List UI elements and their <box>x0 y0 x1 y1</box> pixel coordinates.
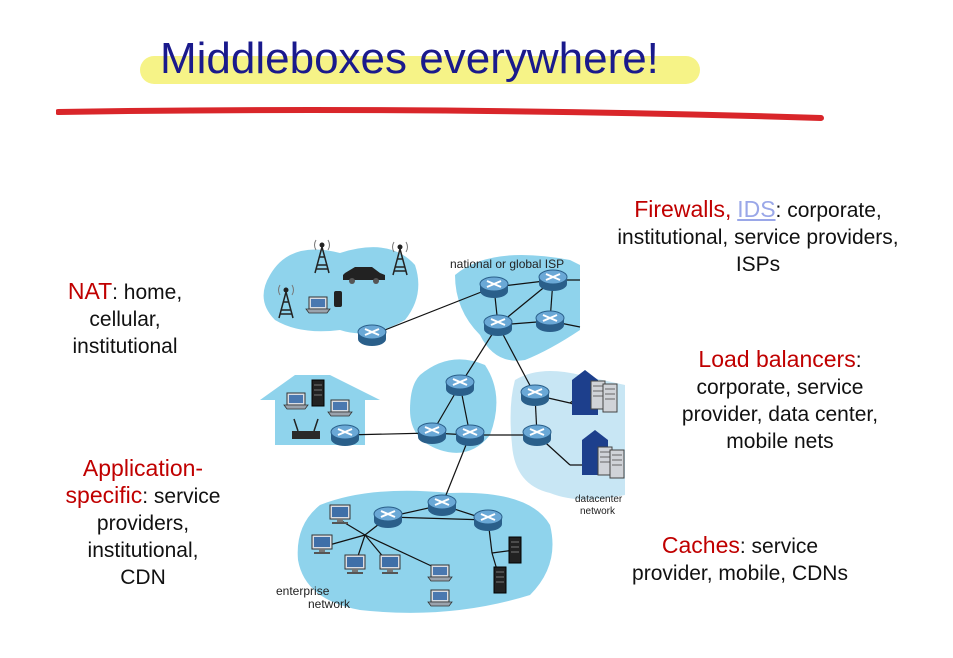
app-label1: Application- <box>82 455 204 481</box>
firewalls-label: Firewalls, <box>634 196 732 222</box>
nat-label: NAT <box>67 278 113 304</box>
home-server-icon <box>311 379 325 407</box>
nat-line3: institutional <box>72 335 178 358</box>
load-line2: corporate, service <box>696 376 864 399</box>
enterprise-label-line1: enterprise <box>276 584 330 598</box>
caches-label: Caches <box>661 532 740 558</box>
isp-label: national or global ISP <box>450 257 564 271</box>
car-icon <box>343 267 385 284</box>
nat-rest: : home, <box>112 281 183 304</box>
title-highlight <box>140 56 700 84</box>
router <box>522 424 552 447</box>
title-underline <box>56 107 824 121</box>
server-icon <box>493 566 507 594</box>
firewalls-text: Firewalls, IDS: corporate, institutional… <box>588 196 928 278</box>
load-balancers-text: Load balancers: corporate, service provi… <box>660 346 900 455</box>
server-icon <box>609 449 625 479</box>
load-rest: : <box>855 349 862 372</box>
load-line3: provider, data center, <box>681 403 879 426</box>
laptop-icon <box>283 392 309 410</box>
datacenter-label-line2: network <box>580 506 616 517</box>
app-specific-text: Application- specific: service providers… <box>38 455 248 591</box>
page-title: Middleboxes everywhere! <box>160 34 659 83</box>
caches-rest: : service <box>739 535 819 558</box>
router <box>417 422 447 445</box>
load-label: Load balancers <box>698 346 856 372</box>
router <box>473 509 503 532</box>
router <box>427 494 457 517</box>
laptop-icon <box>327 399 353 417</box>
server-icon <box>602 383 618 413</box>
router <box>483 314 513 337</box>
mobile-network-cloud <box>263 247 419 334</box>
app-line5: CDN <box>120 566 166 589</box>
router <box>330 424 360 447</box>
firewalls-line2: institutional, service providers, <box>617 226 899 249</box>
app-line3: providers, <box>96 512 190 535</box>
load-line4: mobile nets <box>726 430 834 453</box>
router <box>445 374 475 397</box>
network-diagram: national or global ISP datacenter networ… <box>260 239 625 613</box>
datacenter-label-line1: datacenter <box>575 494 623 505</box>
router <box>535 310 565 333</box>
enterprise-label-line2: network <box>308 597 351 611</box>
phone-icon <box>334 291 342 307</box>
app-label2: specific <box>65 482 143 508</box>
app-line4: institutional, <box>87 539 199 562</box>
laptop-icon <box>305 296 331 314</box>
router <box>538 269 568 292</box>
caches-line2: provider, mobile, CDNs <box>632 562 848 585</box>
router <box>520 384 550 407</box>
nat-text: NAT: home, cellular, institutional <box>40 278 210 360</box>
laptop-icon <box>427 589 453 607</box>
nat-line2: cellular, <box>89 308 161 331</box>
router <box>479 276 509 299</box>
ids-link[interactable]: IDS <box>737 196 776 222</box>
router <box>373 506 403 529</box>
router <box>455 424 485 447</box>
app-rest: : service <box>142 485 221 508</box>
wireless-router-icon <box>292 418 320 439</box>
laptop-icon <box>427 564 453 582</box>
firewalls-rest: : corporate, <box>775 199 882 222</box>
caches-text: Caches: service provider, mobile, CDNs <box>610 532 870 587</box>
firewalls-line3: ISPs <box>735 253 781 276</box>
server-icon <box>508 536 522 564</box>
router <box>357 324 387 347</box>
